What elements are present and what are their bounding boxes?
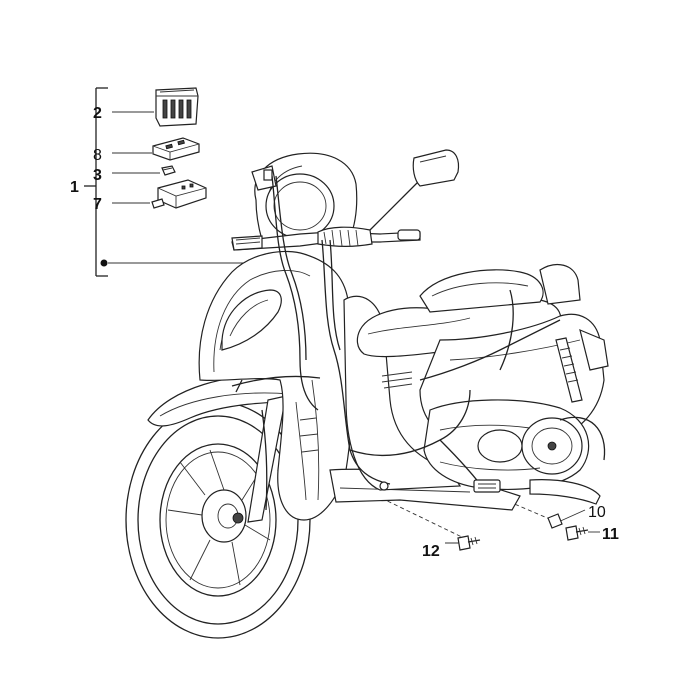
callout-7: 7 — [93, 196, 102, 213]
harness-bullet — [100, 259, 108, 267]
front-fork — [247, 395, 287, 523]
part-11-screw — [565, 525, 589, 541]
front-wheel — [125, 401, 311, 639]
callout-10: 10 — [588, 504, 606, 521]
callout-1: 1 — [70, 179, 79, 196]
part-2-fuse-box — [155, 87, 199, 127]
part-8-fuse-holder — [152, 137, 200, 161]
wiring-harness — [231, 169, 561, 511]
callout-3: 3 — [93, 167, 102, 184]
part-10-clip — [547, 513, 563, 529]
callout-2: 2 — [93, 105, 102, 122]
part-12-screw — [457, 535, 481, 551]
part-3-fuse — [161, 165, 176, 176]
part-7-relay — [151, 179, 207, 209]
callout-11: 11 — [602, 526, 619, 543]
callout-12: 12 — [422, 543, 440, 560]
callout-8: 8 — [93, 147, 102, 164]
group-bracket — [84, 87, 108, 277]
scooter-illustration — [125, 149, 609, 639]
